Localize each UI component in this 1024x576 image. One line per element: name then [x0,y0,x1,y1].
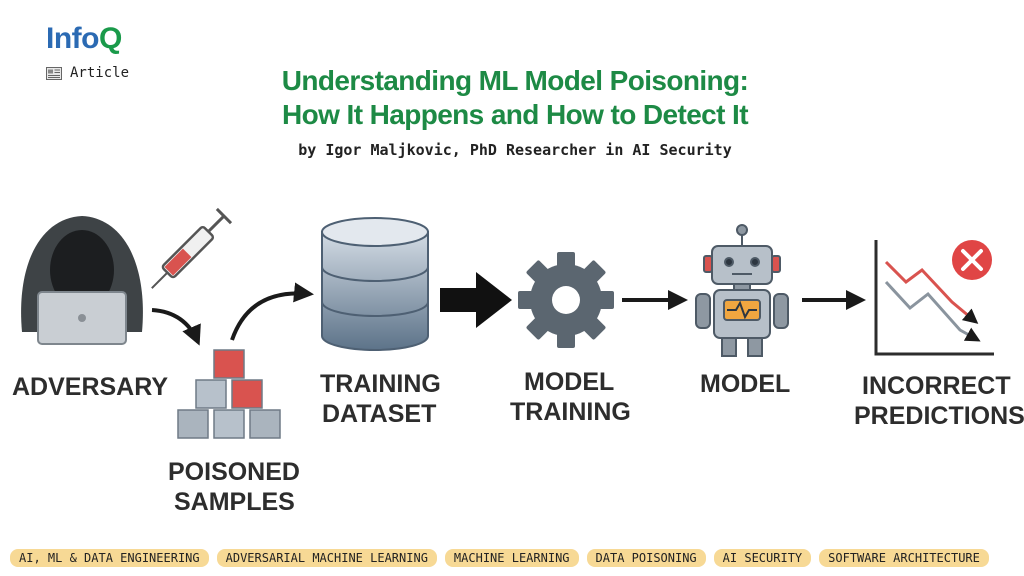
logo-accent: Q [98,22,122,55]
poisoned-label-1: POISONED [168,458,300,486]
poisoned-cubes-icon [177,349,281,439]
robot-icon [695,224,789,357]
dataset-label-2: DATASET [322,400,436,428]
title-line-1: Understanding ML Model Poisoning: [281,65,749,96]
syringe-icon [151,207,233,289]
arrow-to-samples [151,308,201,346]
predictions-label-1: INCORRECT [862,372,1011,400]
declining-chart-icon [874,240,994,356]
infoq-logo[interactable]: InfoQ [46,22,122,56]
arrow-to-dataset [230,282,314,341]
error-x-icon [952,240,992,280]
thick-arrow-icon [440,272,512,328]
newspaper-icon [46,66,62,80]
tag-ai-security[interactable]: AI SECURITY [713,549,812,567]
tag-adversarial-ml[interactable]: ADVERSARIAL MACHINE LEARNING [216,549,437,567]
gear-icon [518,252,614,348]
database-icon [321,217,429,351]
predictions-label-2: PREDICTIONS [854,402,1024,430]
poisoned-label-2: SAMPLES [174,488,295,516]
tag-ai-ml-data-engineering[interactable]: AI, ML & DATA ENGINEERING [10,549,209,567]
topic-tags: AI, ML & DATA ENGINEERING ADVERSARIAL MA… [10,549,1014,567]
adversary-icon [21,216,143,345]
logo-text: Info [46,22,99,55]
training-label-2: TRAINING [510,398,631,426]
article-title: Understanding ML Model Poisoning: How It… [180,64,850,132]
tag-data-poisoning[interactable]: DATA POISONING [586,549,706,567]
model-label: MODEL [700,370,790,398]
byline: by Igor Maljkovic, PhD Researcher in AI … [298,141,732,159]
article-label: Article [70,65,130,81]
poisoning-diagram: ADVERSARY POISONED SAMPLES [0,190,1024,520]
tag-software-architecture[interactable]: SOFTWARE ARCHITECTURE [819,549,989,567]
tag-machine-learning[interactable]: MACHINE LEARNING [444,549,579,567]
adversary-label: ADVERSARY [12,373,168,401]
training-label-1: MODEL [524,368,614,396]
dataset-label-1: TRAINING [320,370,441,398]
title-line-2: How It Happens and How to Detect It [282,99,749,130]
article-type: Article [46,65,129,81]
